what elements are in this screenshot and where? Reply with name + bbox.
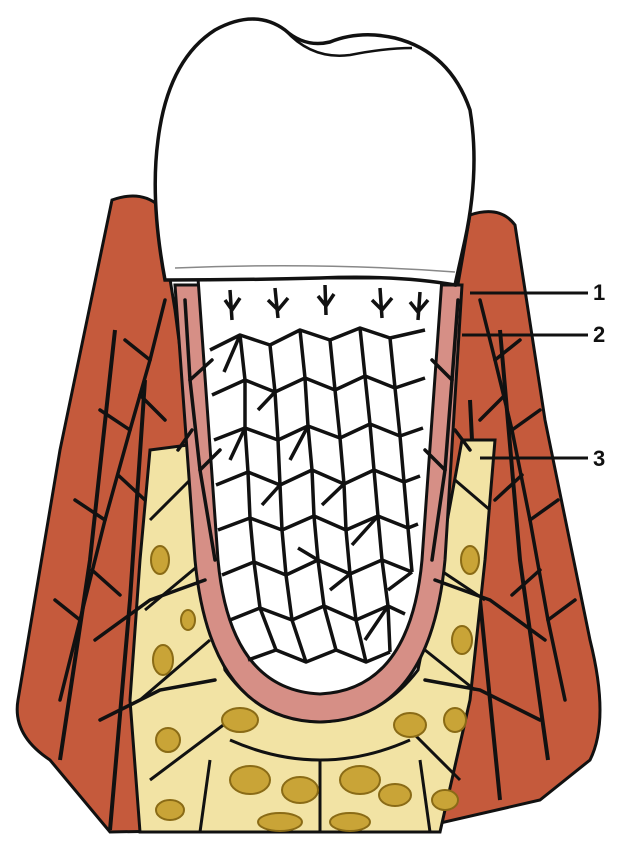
callout-label-3: 3 [593,446,605,471]
tooth-crown [155,19,474,285]
callout-label-2: 2 [593,322,605,347]
callout-label-1: 1 [593,280,605,305]
